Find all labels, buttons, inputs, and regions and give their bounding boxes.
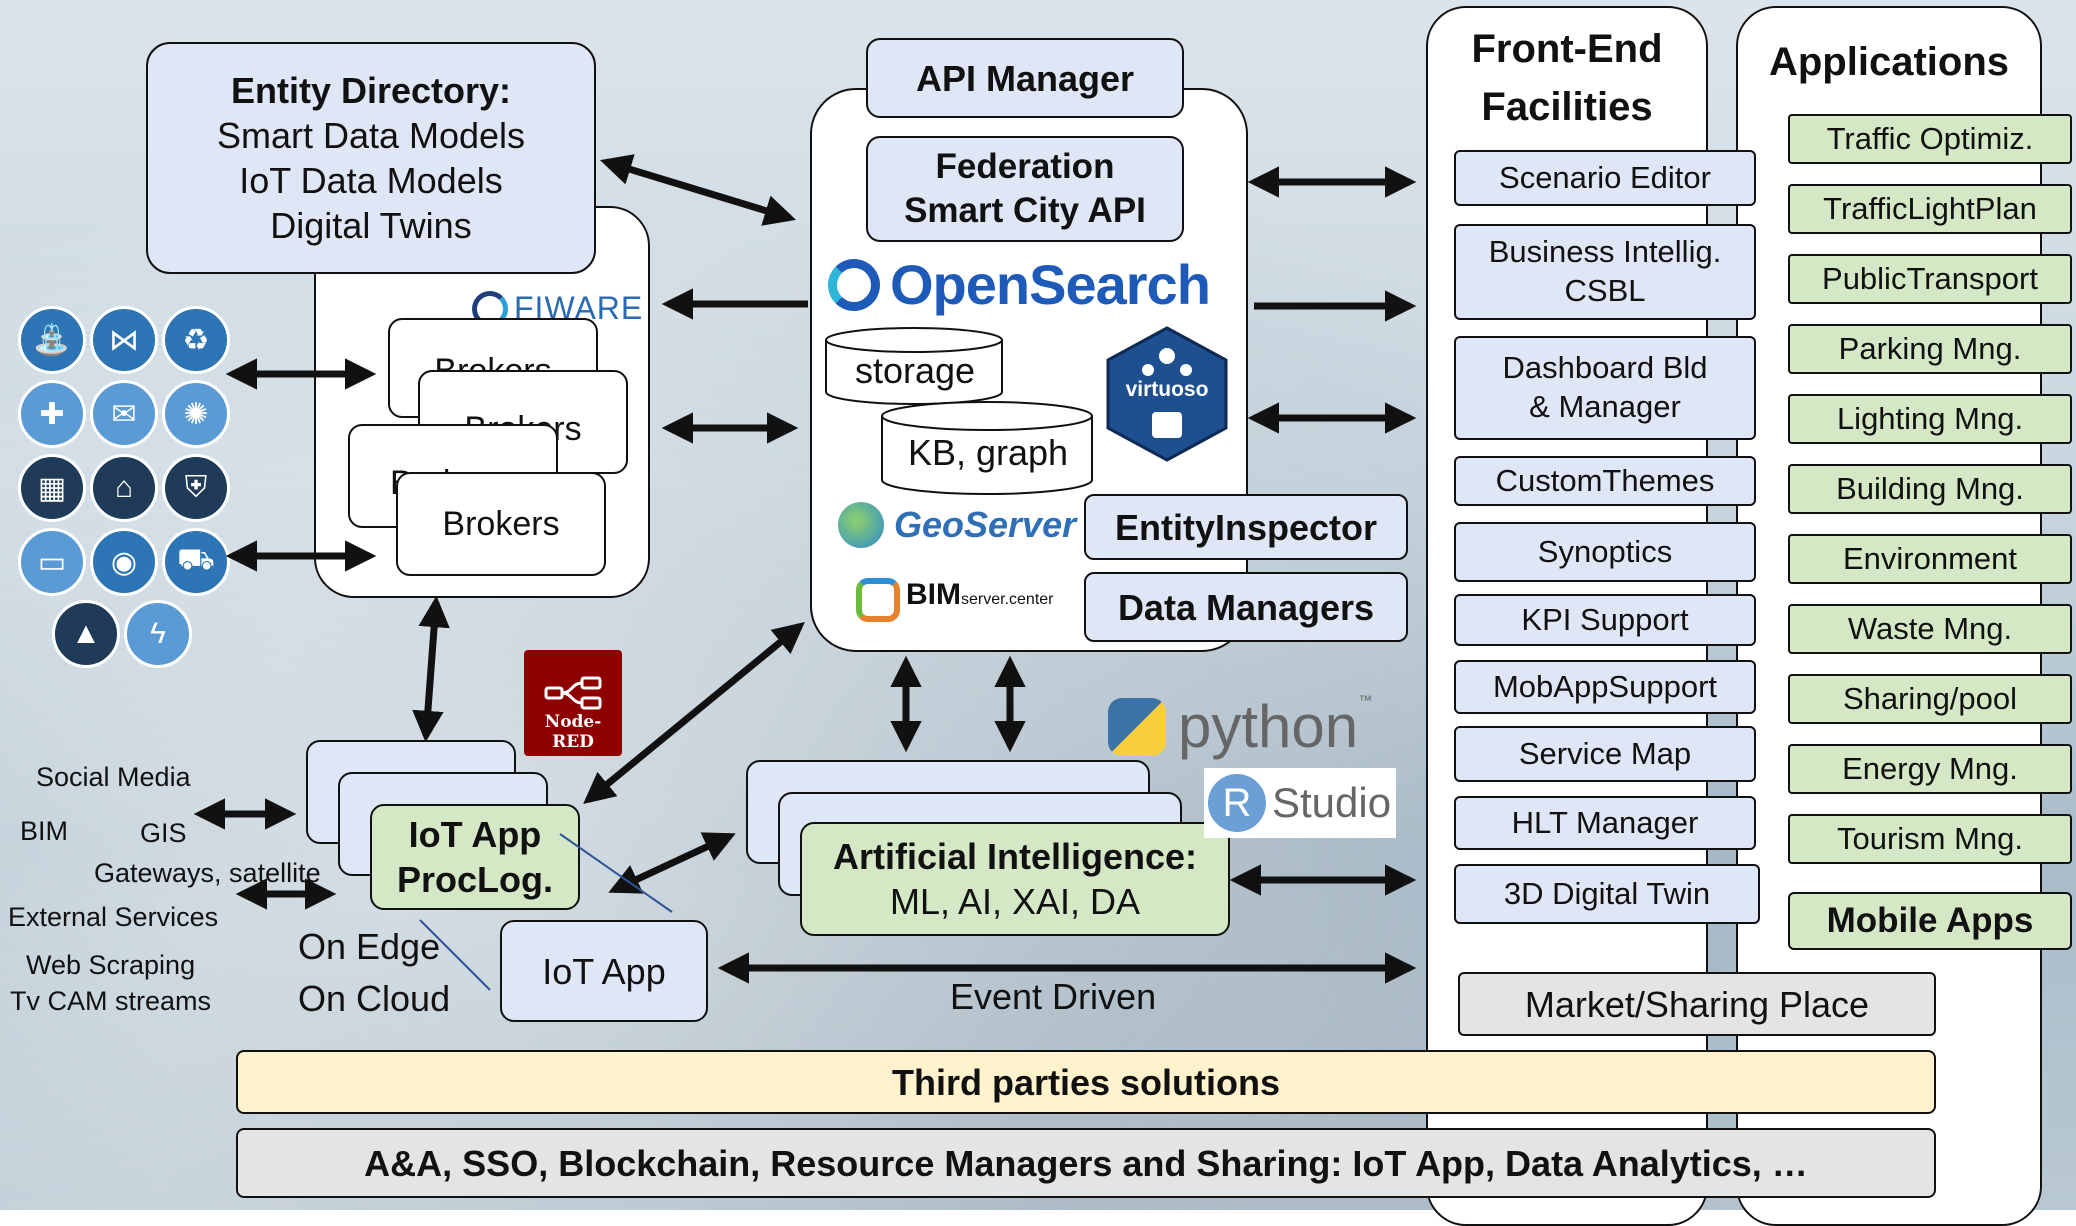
geoserver-logo: GeoServer [838, 502, 1076, 548]
camera-icon: ◉ [90, 528, 158, 596]
applications-title: Applications [1768, 40, 2010, 84]
mobile-apps-button[interactable]: Mobile Apps [1788, 892, 2072, 950]
rstudio-logo: R Studio [1204, 768, 1396, 838]
network-icon: ⋈ [90, 306, 158, 374]
data-managers-box[interactable]: Data Managers [1084, 572, 1408, 642]
application-item[interactable]: Building Mng. [1788, 464, 2072, 514]
opensearch-icon [828, 258, 880, 311]
graduation-icon: ▲ [52, 600, 120, 668]
api-manager-box[interactable]: API Manager [866, 38, 1184, 118]
frontend-item[interactable]: Scenario Editor [1454, 150, 1756, 206]
application-item[interactable]: Lighting Mng. [1788, 394, 2072, 444]
frontend-item[interactable]: Dashboard Bld & Manager [1454, 336, 1756, 440]
bulb-icon: ✺ [162, 380, 230, 448]
application-item[interactable]: Tourism Mng. [1788, 814, 2072, 864]
chat-icon: ✉ [90, 380, 158, 448]
platform-services-bar[interactable]: A&A, SSO, Blockchain, Resource Managers … [236, 1128, 1936, 1198]
entity-inspector-box[interactable]: EntityInspector [1084, 494, 1408, 560]
source-bim: BIM [20, 816, 69, 846]
car-icon: ⛟ [162, 528, 230, 596]
source-web-scraping: Web Scraping [26, 950, 196, 980]
frontend-item[interactable]: Synoptics [1454, 522, 1756, 582]
r-circle-icon: R [1208, 774, 1266, 832]
iot-app-box[interactable]: IoT App [500, 920, 708, 1022]
frontend-item[interactable]: Service Map [1454, 726, 1756, 782]
kb-graph-cylinder [881, 401, 1093, 495]
shield-icon: ⛨ [162, 454, 230, 522]
on-cloud-label: On Cloud [298, 978, 451, 1019]
building-icon: ▦ [18, 454, 86, 522]
kb-graph-label: KB, graph [907, 432, 1069, 473]
frontend-item[interactable]: MobAppSupport [1454, 660, 1756, 714]
python-logo: python ™ [1108, 692, 1372, 761]
lightning-icon: ϟ [124, 600, 192, 668]
source-gis: GIS [140, 818, 187, 848]
third-parties-bar[interactable]: Third parties solutions [236, 1050, 1936, 1114]
thin-blue-line-2 [419, 919, 491, 991]
frontend-item[interactable]: HLT Manager [1454, 796, 1756, 850]
on-edge-label: On Edge [298, 926, 441, 967]
frontend-item[interactable]: CustomThemes [1454, 456, 1756, 506]
application-item[interactable]: Traffic Optimiz. [1788, 114, 2072, 164]
application-item[interactable]: Waste Mng. [1788, 604, 2072, 654]
source-social-media: Social Media [36, 762, 191, 792]
storage-cylinder [825, 327, 1003, 405]
application-item[interactable]: Sharing/pool [1788, 674, 2072, 724]
home-icon: ⌂ [90, 454, 158, 522]
medical-icon: ✚ [18, 380, 86, 448]
thin-blue-line [559, 833, 673, 913]
bim-knot-icon [856, 578, 900, 622]
virtuoso-logo [1106, 326, 1228, 462]
market-sharing-place[interactable]: Market/Sharing Place [1458, 972, 1936, 1036]
source-tv-cam: Tv CAM streams [10, 986, 212, 1016]
storage-label: storage [854, 350, 976, 391]
application-item[interactable]: Parking Mng. [1788, 324, 2072, 374]
opensearch-logo: OpenSearch [828, 252, 1211, 317]
application-item[interactable]: PublicTransport [1788, 254, 2072, 304]
brokers-box-4[interactable]: Brokers [396, 472, 606, 576]
application-item[interactable]: Energy Mng. [1788, 744, 2072, 794]
virtuoso-label: virtuoso [1125, 378, 1209, 401]
recycle-icon: ♻ [162, 306, 230, 374]
entity-directory-box[interactable]: Entity Directory: Smart Data Models IoT … [146, 42, 596, 274]
frontend-item[interactable]: KPI Support [1454, 594, 1756, 646]
frontend-item[interactable]: 3D Digital Twin [1454, 864, 1760, 924]
arrow-proclog-ai [608, 832, 736, 894]
python-snake-icon [1108, 697, 1166, 756]
frontend-item[interactable]: Business Intellig. CSBL [1454, 224, 1756, 320]
geoserver-globe-icon [838, 502, 884, 548]
source-external-services: External Services [8, 902, 219, 932]
arrow-store-proclog [583, 622, 805, 804]
application-item[interactable]: TrafficLightPlan [1788, 184, 2072, 234]
arrow-fiware-iot-app [412, 595, 450, 743]
bim-logo: BIM server.center [856, 578, 1053, 622]
tap-icon: ⛲ [18, 306, 86, 374]
ai-box[interactable]: Artificial Intelligence:ML, AI, XAI, DA [800, 822, 1230, 936]
laptop-icon: ▭ [18, 528, 86, 596]
arrow-entity-directory-api [599, 154, 797, 226]
application-item[interactable]: Environment [1788, 534, 2072, 584]
